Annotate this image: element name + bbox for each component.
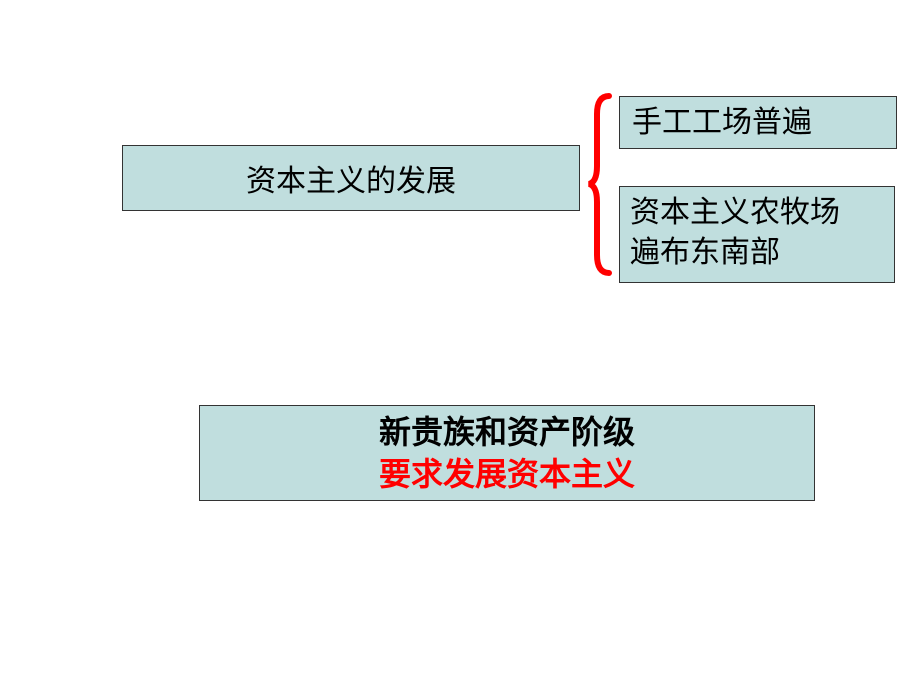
capitalist-farms-box: 资本主义农牧场 遍布东南部 <box>619 186 895 283</box>
capitalist-farms-line-1: 资本主义农牧场 <box>630 195 840 230</box>
conclusion-line-1: 新贵族和资产阶级 <box>378 413 635 451</box>
development-of-capitalism-box: 资本主义的发展 <box>122 145 580 211</box>
handicraft-workshops-label: 手工工场普遍 <box>632 105 812 140</box>
capitalist-farms-line-2: 遍布东南部 <box>630 235 780 270</box>
handicraft-workshops-box: 手工工场普遍 <box>619 96 897 149</box>
development-of-capitalism-label: 资本主义的发展 <box>246 164 456 199</box>
curly-brace <box>587 93 612 276</box>
conclusion-line-2: 要求发展资本主义 <box>378 455 635 493</box>
conclusion-box: 新贵族和资产阶级 要求发展资本主义 <box>199 405 815 501</box>
